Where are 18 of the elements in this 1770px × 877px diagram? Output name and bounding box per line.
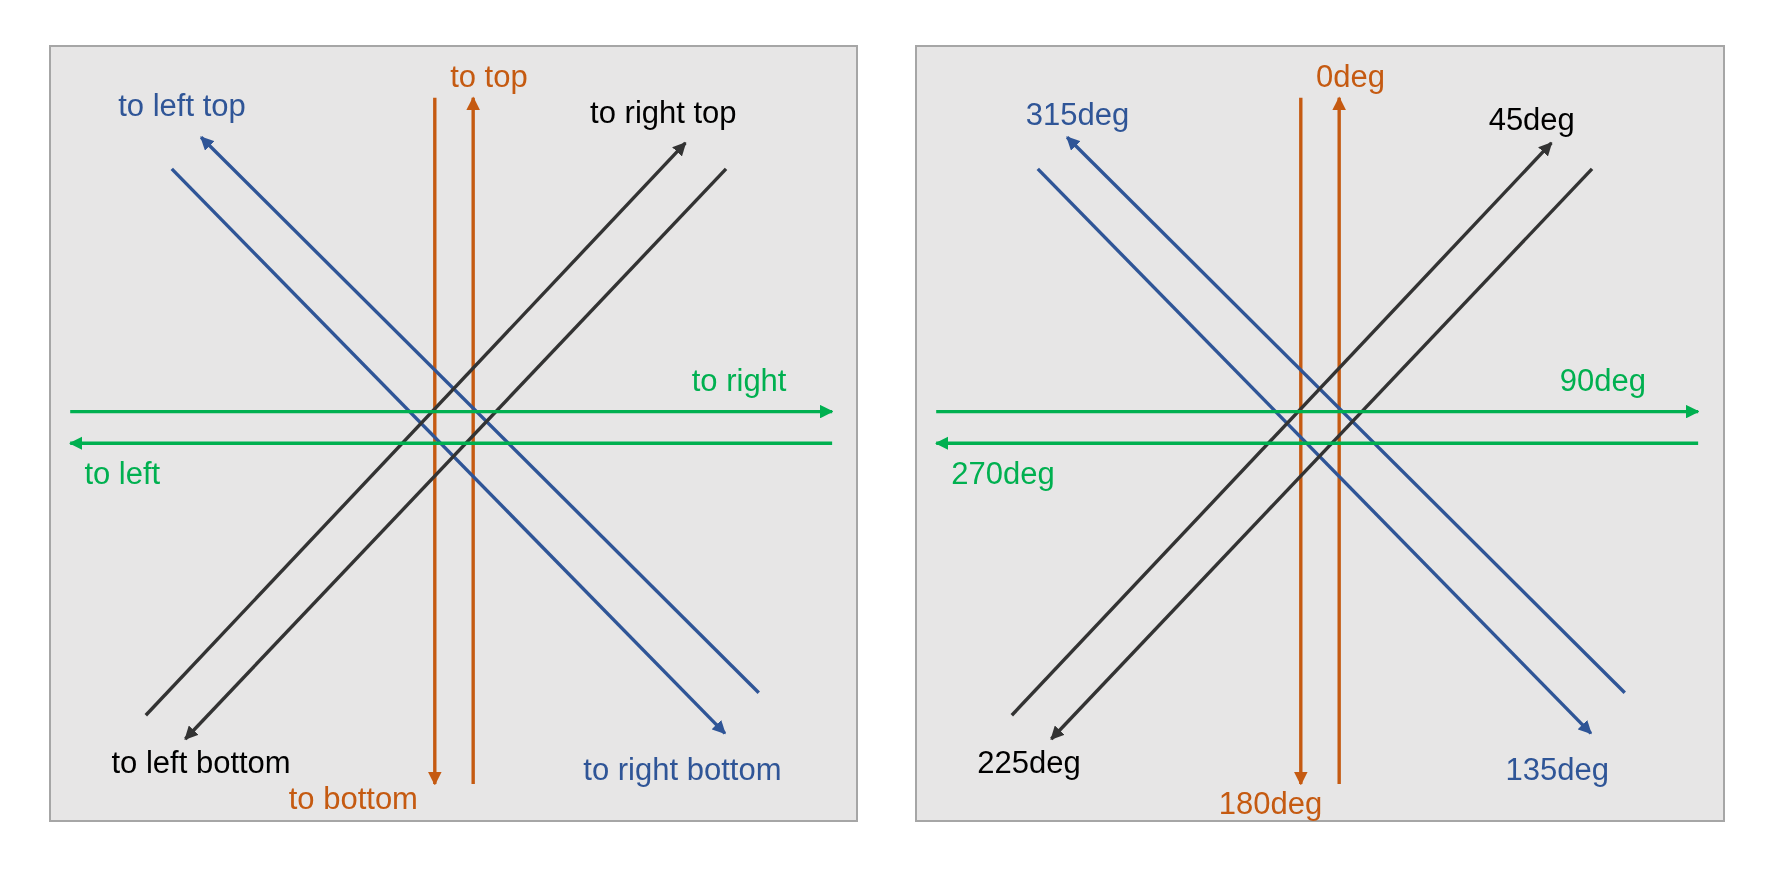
direction-label: to bottom <box>288 783 418 815</box>
direction-label: to right top <box>590 96 737 128</box>
direction-label: 180deg <box>1218 787 1323 819</box>
diagram-panel <box>915 45 1725 822</box>
direction-label: to left bottom <box>111 747 291 778</box>
direction-label: 135deg <box>1505 753 1610 785</box>
direction-label: to right <box>691 365 787 397</box>
direction-label: to top <box>450 60 528 92</box>
direction-label: 90deg <box>1559 365 1646 397</box>
direction-label: to right bottom <box>583 753 782 785</box>
direction-label: 270deg <box>951 458 1055 490</box>
direction-label: to left <box>84 458 161 490</box>
direction-label: to left top <box>118 90 246 122</box>
direction-label: 45deg <box>1488 103 1575 135</box>
direction-label: 225deg <box>977 747 1081 778</box>
diagram-panel <box>48 45 858 822</box>
direction-label: 0deg <box>1315 60 1385 92</box>
direction-label: 315deg <box>1025 99 1130 131</box>
